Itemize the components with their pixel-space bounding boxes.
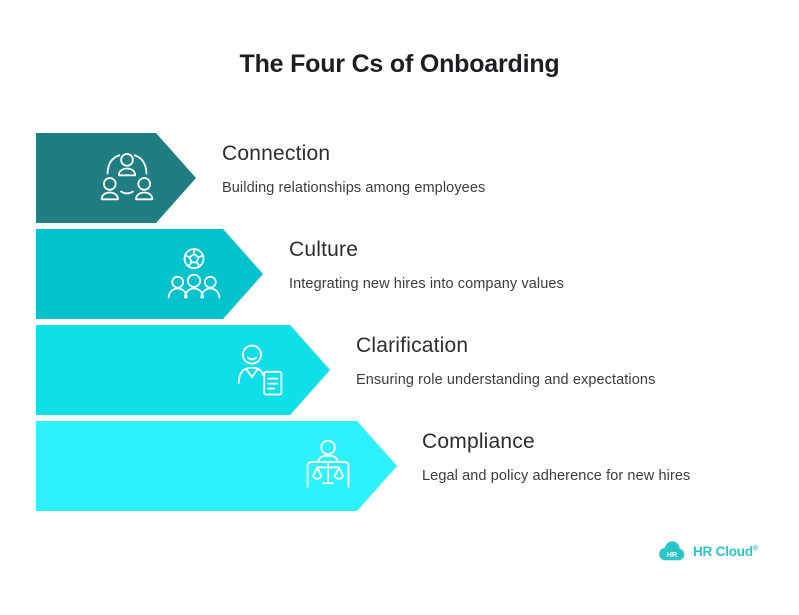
onboarding-step: Culture Integrating new hires into compa… bbox=[0, 229, 799, 319]
arrow-band bbox=[36, 421, 397, 511]
onboarding-step: Clarification Ensuring role understandin… bbox=[0, 325, 799, 415]
arrow-band bbox=[36, 133, 196, 223]
logo-wordmark: HR Cloud® bbox=[693, 543, 758, 559]
logo-badge: HR bbox=[667, 550, 678, 559]
page-title: The Four Cs of Onboarding bbox=[239, 50, 560, 78]
step-description: Ensuring role understanding and expectat… bbox=[356, 372, 656, 388]
step-label: Culture bbox=[289, 238, 359, 261]
arrow-band bbox=[36, 229, 263, 319]
onboarding-step: Compliance Legal and policy adherence fo… bbox=[0, 421, 799, 511]
justice-scales-icon bbox=[299, 435, 357, 497]
team-network-icon bbox=[98, 147, 156, 209]
step-description: Integrating new hires into company value… bbox=[289, 276, 564, 292]
registered-mark: ® bbox=[752, 545, 758, 552]
step-label: Clarification bbox=[356, 334, 469, 357]
onboarding-step: Connection Building relationships among … bbox=[0, 133, 799, 223]
step-label: Connection bbox=[222, 142, 331, 165]
step-description: Building relationships among employees bbox=[222, 180, 486, 196]
hr-cloud-logo: HR HR Cloud® bbox=[656, 538, 758, 564]
step-description: Legal and policy adherence for new hires bbox=[422, 468, 691, 484]
culture-team-icon bbox=[165, 243, 223, 305]
cloud-icon: HR bbox=[659, 541, 685, 561]
arrow-band bbox=[36, 325, 330, 415]
step-label: Compliance bbox=[422, 430, 535, 453]
person-document-icon bbox=[232, 339, 290, 401]
